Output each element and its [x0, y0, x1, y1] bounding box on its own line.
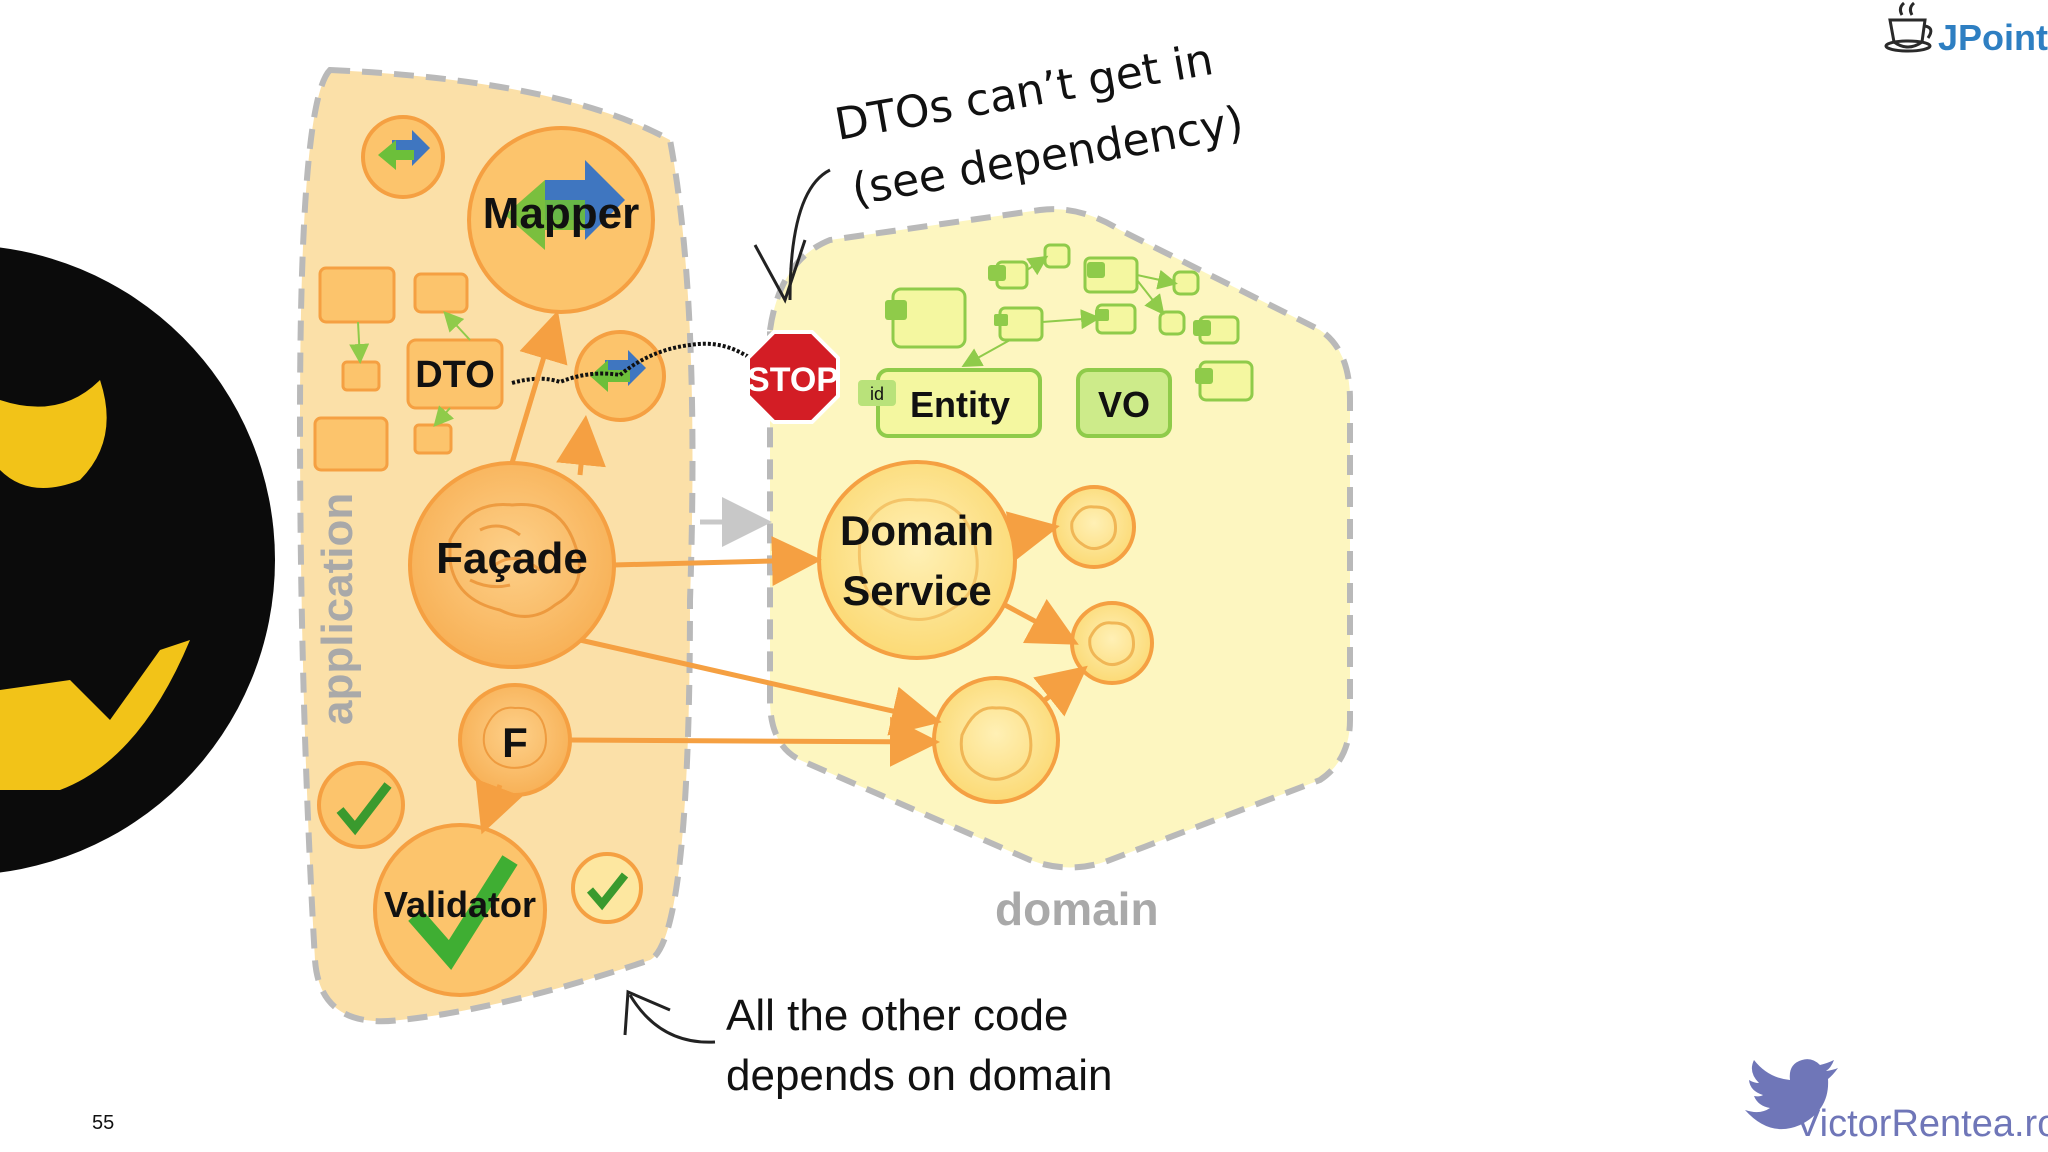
brain-icon [482, 706, 547, 769]
domain-helper-node-3 [932, 676, 1060, 804]
domain-service-line2: Service [842, 567, 991, 614]
convert-arrows-icon [378, 130, 430, 170]
dto-box-main [406, 338, 504, 410]
checkmark-icon [586, 872, 629, 911]
annotation-arrowhead-bottom [623, 989, 671, 1036]
jpoint-logo: JPoint [1884, 1, 2048, 58]
dto-box [318, 266, 396, 324]
entity-box [1172, 270, 1200, 296]
dto-box [313, 416, 389, 472]
validator-small-node-2 [571, 852, 643, 924]
annotation-bottom-line2: depends on domain [726, 1051, 1113, 1100]
pumpkin-face-icon [0, 247, 275, 873]
domain-label: domain [995, 883, 1159, 935]
app-dependency-arrows [475, 310, 606, 835]
vo-node: VO [1076, 368, 1172, 438]
stop-label: STOP [747, 361, 839, 399]
mapper-node: Mapper [467, 126, 655, 314]
domain-dependency-arrows [569, 511, 1088, 767]
logo-text: JPoint [1938, 17, 2048, 58]
checkmark-icon [336, 782, 392, 836]
small-mapper-node-2 [574, 330, 666, 422]
dto-label: DTO [415, 354, 495, 396]
checkmark-icon [408, 855, 518, 971]
brain-icon [448, 502, 581, 618]
f-node: F [458, 683, 572, 797]
dto-box [341, 360, 381, 392]
mapper-label: Mapper [483, 189, 639, 238]
stop-sign-icon: STOP [746, 330, 840, 424]
page-number: 55 [92, 1112, 114, 1134]
entity-node: id Entity [858, 368, 1042, 438]
dto-box-group [313, 266, 504, 472]
annotation-bottom-line1: All the other code [726, 991, 1068, 1040]
dto-box [413, 272, 469, 314]
domain-service-line1: Domain [840, 507, 994, 554]
validator-label: Validator [384, 884, 536, 925]
domain-helper-node-2 [1070, 601, 1154, 685]
entity-box [1158, 310, 1186, 336]
footer-handle: VictorRentea.ro [1795, 1103, 2048, 1145]
entity-id-badge [858, 380, 896, 406]
twitter-bird-icon [1745, 1059, 1838, 1130]
validator-small-node [317, 761, 405, 849]
facade-label: Façade [436, 534, 588, 583]
validator-node: Validator [373, 823, 547, 997]
f-label: F [502, 719, 528, 766]
application-label: application [313, 493, 362, 725]
brain-icon [857, 498, 979, 622]
brain-icon [1088, 621, 1135, 667]
footer-twitter: VictorRentea.ro [1745, 1059, 2048, 1145]
annotation-arrow-top [788, 168, 831, 301]
blocked-dependency-scribble [511, 341, 776, 385]
domain-service-node: Domain Service [817, 460, 1017, 660]
annotation-arrow-bottom [628, 994, 716, 1044]
jpoint-cup-icon [1884, 1, 1933, 53]
entity-box [1043, 243, 1071, 269]
facade-node: Façade [408, 461, 616, 669]
small-mapper-node [361, 115, 445, 199]
brain-icon [959, 706, 1033, 781]
brain-icon [1070, 505, 1117, 551]
entity-markers [885, 262, 1213, 384]
entity-relations [961, 255, 1178, 367]
dto-box [413, 423, 453, 455]
domain-helper-node [1052, 485, 1136, 569]
annotation-arrowhead-top [753, 239, 807, 304]
convert-arrows-icon [505, 160, 625, 250]
entity-label: Entity [910, 384, 1010, 425]
dto-connectors [349, 311, 471, 428]
vo-label: VO [1098, 384, 1150, 425]
entity-id-label: id [870, 384, 884, 404]
